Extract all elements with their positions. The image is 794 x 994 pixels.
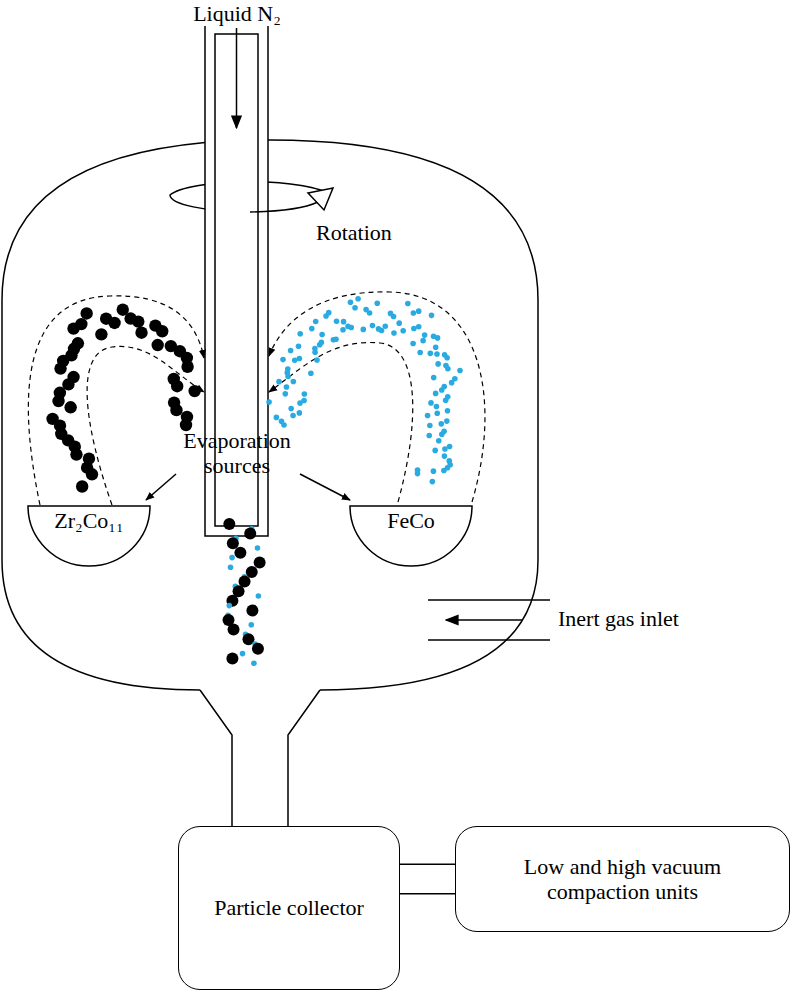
part-label: Rotation [316,220,392,245]
inlet-pipe [428,599,550,601]
unit-box: Low and high vacuum compaction units [455,826,790,932]
nitrogen-flow-arrow [236,28,238,128]
inlet-pipe [428,639,550,641]
stream-boundary [87,346,204,505]
funnel [288,690,320,826]
part-label: Evaporation sources [157,428,317,479]
leader-arrow [300,474,350,500]
unit-box: Particle collector [178,826,400,990]
rotation-arrow [250,202,318,212]
pipe-connector [400,864,455,895]
part-label: Liquid N₂ [193,1,281,26]
gas-flow-arrow [446,619,522,621]
crucible: FeCo [350,505,472,567]
node-label: Zr₂Co₁₁ [54,508,123,533]
funnel [200,690,232,826]
rotation-arrowhead [308,188,333,210]
node-label: Particle collector [214,895,364,920]
chamber-wall [2,140,538,690]
leader-arrow [146,474,176,500]
pipe-bore [400,865,455,893]
stream-boundary [269,342,413,502]
part-label: Inert gas inlet [558,606,679,631]
stream-boundary [28,296,204,505]
node-label: Low and high vacuum compaction units [470,854,775,905]
nanoparticles [46,296,462,666]
stream-boundary [269,292,485,502]
crucible: Zr₂Co₁₁ [28,505,150,567]
node-label: FeCo [387,508,435,533]
